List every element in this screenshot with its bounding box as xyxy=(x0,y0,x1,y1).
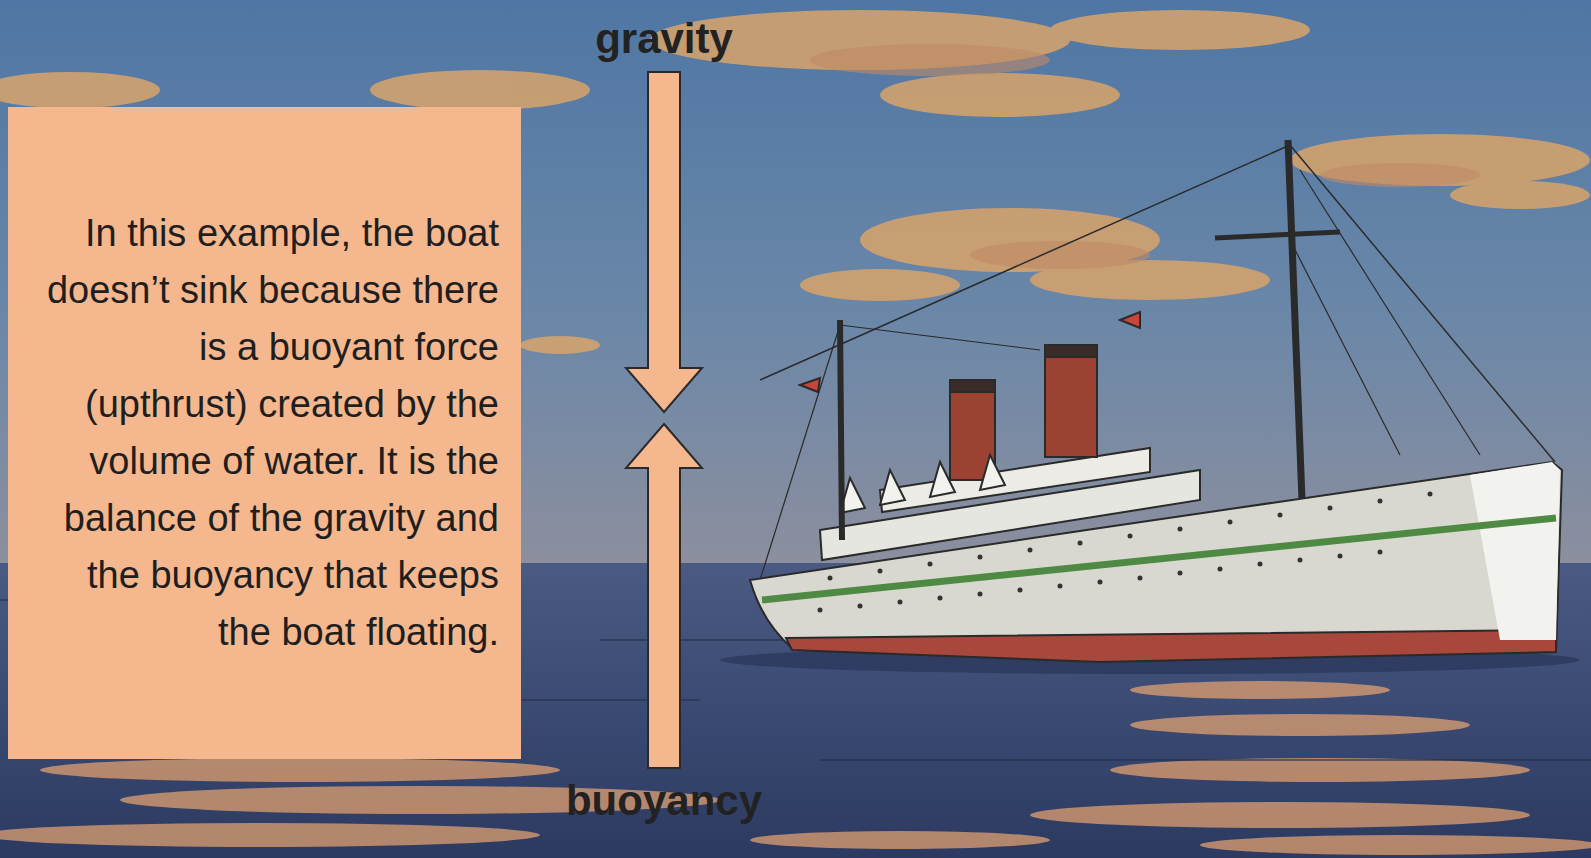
force-label: buoyancy xyxy=(566,778,762,824)
scene-circle xyxy=(1298,558,1303,563)
scene-ellipse xyxy=(1110,758,1530,782)
scene-circle xyxy=(1338,554,1343,559)
scene-circle xyxy=(1278,513,1283,518)
panel-text: In this example, the boat doesn’t sink b… xyxy=(38,205,499,661)
scene-polygon xyxy=(980,455,1005,490)
scene-ellipse xyxy=(1200,835,1591,855)
scene-ellipse xyxy=(1130,681,1390,699)
scene-circle xyxy=(1378,550,1383,555)
scene-polygon xyxy=(1120,312,1140,328)
scene-circle xyxy=(1138,576,1143,581)
scene-circle xyxy=(978,592,983,597)
scene-polygon xyxy=(800,378,820,392)
scene-circle xyxy=(1128,534,1133,539)
scene-line xyxy=(1215,232,1340,238)
scene-circle xyxy=(828,576,833,581)
scene-polygon xyxy=(626,72,702,412)
scene-rect xyxy=(1045,345,1097,357)
scene-circle xyxy=(1078,541,1083,546)
scene-circle xyxy=(938,596,943,601)
scene-ellipse xyxy=(1030,802,1530,828)
scene-ellipse xyxy=(520,336,600,354)
scene-line xyxy=(820,759,1591,761)
scene-line xyxy=(1288,140,1302,500)
scene-ellipse xyxy=(880,73,1120,117)
scene-ellipse xyxy=(750,831,1050,849)
scene-circle xyxy=(978,555,983,560)
scene-ellipse xyxy=(1290,134,1590,186)
scene-line xyxy=(762,518,1556,600)
force-label: gravity xyxy=(595,16,733,62)
scene-circle xyxy=(1328,506,1333,511)
scene-circle xyxy=(1098,580,1103,585)
scene-path xyxy=(1470,462,1560,640)
scene-circle xyxy=(1428,492,1433,497)
scene-ellipse xyxy=(0,72,160,108)
scene-line xyxy=(1290,145,1555,462)
scene-ellipse xyxy=(1050,10,1310,50)
scene-circle xyxy=(1218,567,1223,572)
scene-circle xyxy=(898,600,903,605)
scene-circle xyxy=(1228,520,1233,525)
scene-circle xyxy=(1018,588,1023,593)
scene-ellipse xyxy=(860,208,1160,272)
scene-circle xyxy=(858,604,863,609)
text-panel: In this example, the boat doesn’t sink b… xyxy=(8,107,521,759)
scene-rect xyxy=(1045,345,1097,457)
scene-polygon xyxy=(930,462,955,497)
scene-circle xyxy=(818,608,823,613)
scene-ellipse xyxy=(810,44,1050,76)
scene-ellipse xyxy=(1320,163,1480,187)
scene-polygon xyxy=(626,424,702,768)
scene-polygon xyxy=(880,470,905,505)
scene-line xyxy=(840,320,842,540)
force-arrows xyxy=(626,72,702,768)
scene-ellipse xyxy=(970,241,1150,269)
scene-ellipse xyxy=(800,269,960,301)
scene-g xyxy=(810,44,1480,269)
scene-g xyxy=(818,492,1433,613)
scene-ellipse xyxy=(1450,181,1590,209)
scene-ellipse xyxy=(40,758,560,782)
scene-rect xyxy=(950,380,995,392)
scene-line xyxy=(840,325,1040,350)
scene-line xyxy=(1290,240,1400,455)
scene-circle xyxy=(878,569,883,574)
scene-circle xyxy=(928,562,933,567)
scene-ellipse xyxy=(0,823,540,847)
scene-polygon xyxy=(880,448,1150,512)
scene-circle xyxy=(1028,548,1033,553)
scene-ellipse xyxy=(1130,714,1470,736)
scene-path xyxy=(786,630,1556,662)
scene-circle xyxy=(1258,562,1263,567)
scene-circle xyxy=(1178,571,1183,576)
scene-circle xyxy=(1178,527,1183,532)
scene-ellipse xyxy=(370,70,590,110)
ship-illustration xyxy=(720,140,1580,674)
scene-circle xyxy=(1378,499,1383,504)
scene-circle xyxy=(1058,584,1063,589)
